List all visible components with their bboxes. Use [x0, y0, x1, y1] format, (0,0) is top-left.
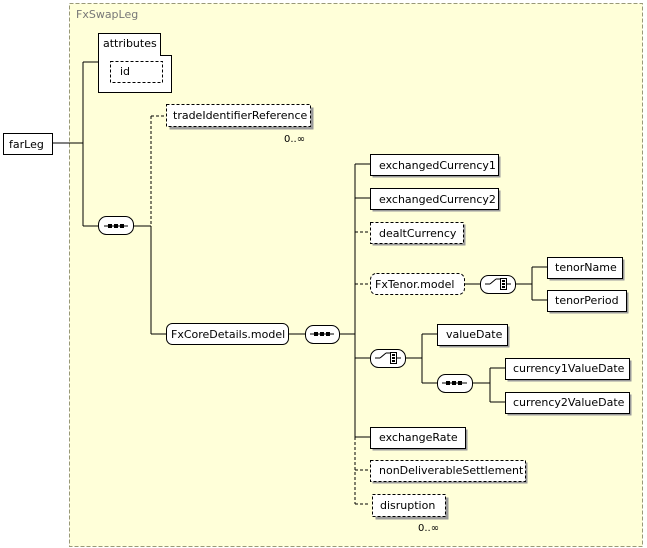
tenor-period-label: tenorPeriod: [555, 294, 619, 307]
farleg-node[interactable]: farLeg: [3, 133, 53, 155]
exchanged-currency2-label: exchangedCurrency2: [379, 193, 496, 206]
type-title: FxSwapLeg: [76, 8, 138, 21]
sequence-compositor-icon[interactable]: [305, 325, 340, 344]
trade-identifier-reference-label: tradeIdentifierReference: [173, 109, 308, 122]
sequence-compositor-icon[interactable]: [437, 374, 473, 393]
fx-core-details-model-node[interactable]: FxCoreDetails.model: [166, 323, 289, 345]
connector-lines: [53, 61, 547, 438]
attributes-label: attributes: [103, 37, 157, 50]
dealt-currency-label: dealtCurrency: [379, 227, 457, 240]
attribute-id-box[interactable]: [110, 61, 163, 83]
farleg-label: farLeg: [9, 138, 44, 151]
optional-connector-lines: [150, 115, 370, 505]
choice-compositor-icon[interactable]: [370, 349, 406, 368]
currency2-value-date-label: currency2ValueDate: [513, 396, 625, 409]
exchanged-currency1-label: exchangedCurrency1: [379, 159, 496, 172]
attribute-id-label: id: [120, 65, 130, 78]
exchange-rate-node[interactable]: exchangeRate: [370, 427, 468, 451]
currency1-value-date-node[interactable]: currency1ValueDate: [505, 358, 632, 382]
non-deliverable-settlement-node[interactable]: nonDeliverableSettlement: [370, 460, 528, 484]
disruption-node[interactable]: disruption 0..∞: [372, 494, 449, 535]
exchanged-currency1-node[interactable]: exchangedCurrency1: [370, 154, 501, 178]
trade-identifier-reference-node[interactable]: tradeIdentifierReference 0..∞: [166, 104, 314, 146]
non-deliverable-settlement-label: nonDeliverableSettlement: [379, 464, 524, 477]
value-date-label: valueDate: [446, 328, 503, 341]
value-date-node[interactable]: valueDate: [437, 324, 510, 348]
currency1-value-date-label: currency1ValueDate: [513, 362, 625, 375]
exchange-rate-label: exchangeRate: [379, 431, 458, 444]
fx-tenor-model-label: FxTenor.model: [375, 278, 454, 291]
disruption-occurrence: 0..∞: [418, 523, 439, 534]
choice-compositor-icon[interactable]: [480, 275, 516, 294]
fx-tenor-model-node[interactable]: FxTenor.model: [370, 273, 465, 295]
sequence-compositor-icon[interactable]: [98, 216, 134, 235]
attributes-node[interactable]: attributes id: [98, 33, 172, 93]
disruption-label: disruption: [380, 499, 435, 512]
currency2-value-date-node[interactable]: currency2ValueDate: [505, 392, 632, 416]
trade-identifier-reference-occurrence: 0..∞: [284, 134, 305, 145]
tenor-period-node[interactable]: tenorPeriod: [547, 290, 629, 314]
exchanged-currency2-node[interactable]: exchangedCurrency2: [370, 188, 501, 212]
dealt-currency-node[interactable]: dealtCurrency: [370, 222, 466, 246]
fx-core-details-model-label: FxCoreDetails.model: [171, 328, 285, 341]
tenor-name-node[interactable]: tenorName: [547, 257, 625, 281]
tenor-name-label: tenorName: [555, 261, 617, 274]
